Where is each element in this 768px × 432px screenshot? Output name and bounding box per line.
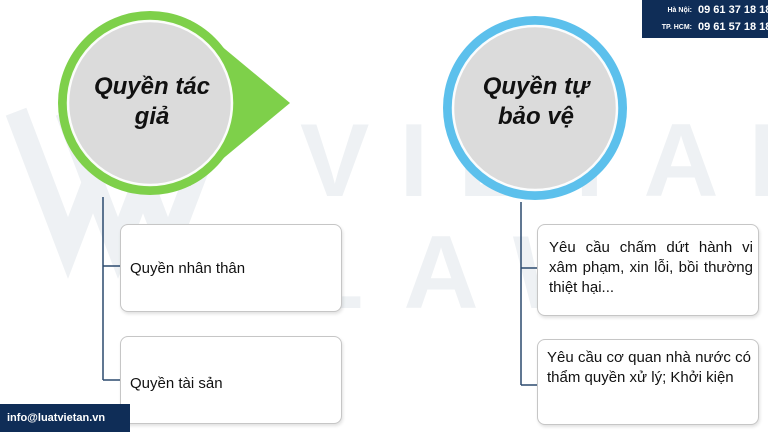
left-item-label-2: Quyền tài sản xyxy=(130,375,223,392)
right-connector xyxy=(520,202,537,386)
contact-row-hcm: TP. HCM: 09 61 57 18 18 xyxy=(642,19,768,36)
hcm-label: TP. HCM: xyxy=(661,24,692,31)
left-topic-title-line1: Quyền tác xyxy=(93,73,211,100)
hanoi-label: Hà Nội: xyxy=(667,7,693,14)
right-topic-title-line1: Quyền tự xyxy=(482,73,590,100)
left-topic-title-line2: giả xyxy=(134,103,170,130)
hanoi-phone[interactable]: 09 61 37 18 18 xyxy=(698,4,768,16)
right-item-label-2: Yêu cầu cơ quan nhà nước có thẩm quyền x… xyxy=(547,349,751,386)
right-item-box-2: Yêu cầu cơ quan nhà nước có thẩm quyền x… xyxy=(537,339,759,425)
left-item-box-1: Quyền nhân thân xyxy=(120,224,342,312)
hcm-phone[interactable]: 09 61 57 18 18 xyxy=(698,21,768,33)
left-topic-shape xyxy=(58,11,290,195)
left-item-label-1: Quyền nhân thân xyxy=(130,260,246,277)
left-item-box-2: Quyền tài sản xyxy=(120,336,342,424)
right-topic-shape xyxy=(443,16,627,200)
left-topic-title: Quyền tác giả xyxy=(52,72,252,132)
right-topic-title-line2: bảo vệ xyxy=(497,103,575,130)
right-item-label-1: Yêu cầu chấm dứt hành vi xâm phạm, xin l… xyxy=(549,239,753,296)
contact-phone-box: Hà Nội: 09 61 37 18 18 TP. HCM: 09 61 57… xyxy=(642,0,768,38)
contact-row-hanoi: Hà Nội: 09 61 37 18 18 xyxy=(642,2,768,19)
contact-email[interactable]: info@luatvietan.vn xyxy=(0,404,130,432)
left-connector xyxy=(102,197,120,381)
right-topic-title: Quyền tự bảo vệ xyxy=(436,72,636,132)
right-item-box-1: Yêu cầu chấm dứt hành vi xâm phạm, xin l… xyxy=(537,224,759,316)
